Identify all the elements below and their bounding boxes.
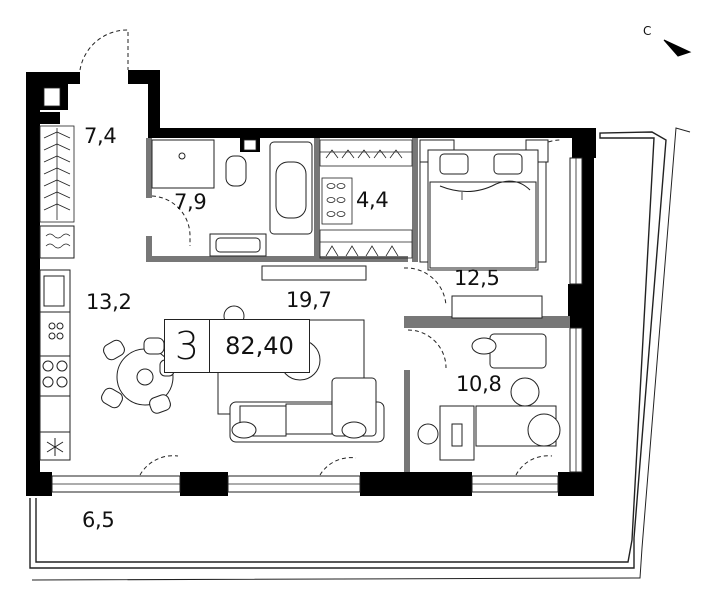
bedroom-furniture: [419, 139, 549, 271]
balcony-door-swing-2: [319, 457, 357, 476]
area-living: 19,7: [286, 288, 332, 312]
kitchen-units: [39, 269, 71, 461]
area-bathroom: 7,9: [174, 190, 207, 214]
bath-door-swing: [151, 195, 191, 246]
area-wardrobe: 4,4: [356, 188, 389, 212]
terrace-outline: [29, 131, 667, 569]
study-door-swing: [407, 329, 447, 369]
fridge-snowflake-icon: [46, 438, 64, 456]
area-study: 10,8: [456, 372, 502, 396]
entrance-door-swing: [79, 29, 129, 71]
area-hall: 7,4: [84, 124, 117, 148]
balcony-door-swing-3: [515, 455, 553, 476]
north-arrow-icon: [663, 39, 692, 57]
exterior-walls: [26, 70, 596, 496]
bathroom-fixtures: [151, 139, 313, 257]
balcony-door-swing-1: [139, 455, 179, 476]
compass-label: С: [643, 24, 652, 38]
partitions: [146, 138, 570, 472]
area-terrace: 6,5: [82, 508, 115, 532]
area-bedroom: 12,5: [454, 266, 500, 290]
washing-machine: [39, 225, 75, 259]
hall-wardrobe: [39, 125, 75, 223]
area-kitchen: 13,2: [86, 290, 132, 314]
total-area: 82,40: [225, 332, 294, 360]
apartment-summary: 3 82,40: [164, 319, 310, 373]
study-furniture: [417, 295, 561, 461]
dining-table: [101, 337, 175, 414]
terrace-edge: [31, 127, 691, 581]
rooms-count: 3: [165, 320, 210, 372]
wardrobe-room: [319, 139, 413, 259]
bedroom-door-swing: [403, 267, 447, 307]
